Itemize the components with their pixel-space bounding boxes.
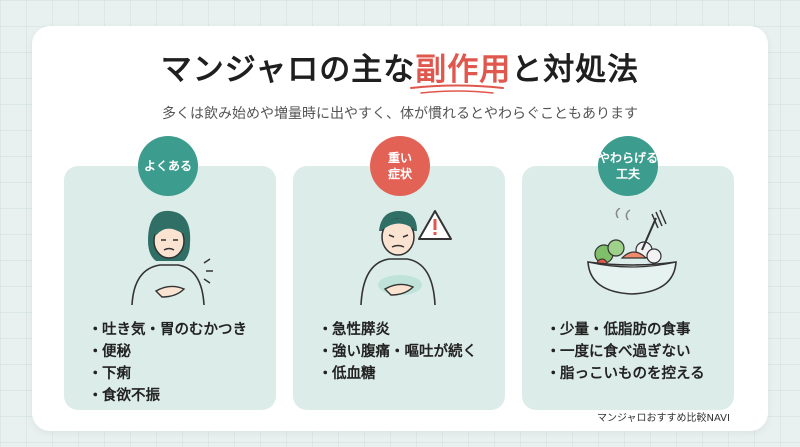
bullet-icon: ・ <box>318 344 333 360</box>
bullet-icon: ・ <box>546 366 561 382</box>
list-item: ・便秘 <box>88 341 247 363</box>
list-item: ・食欲不振 <box>88 385 247 407</box>
list-item-text: 強い腹痛・嘔吐が続く <box>332 344 477 360</box>
page-subtitle: 多くは飲み始めや増量時に出やすく、体が慣れるとやわらぐこともあります <box>162 106 638 122</box>
man-stomachache-icon <box>360 210 452 305</box>
bullet-icon: ・ <box>318 322 333 338</box>
list-item: ・吐き気・胃のむかつき <box>88 319 247 341</box>
title-before: マンジャロの主な <box>160 52 416 88</box>
bullet-icon: ・ <box>318 366 333 382</box>
badge-tips: やわらげる 工夫 <box>598 136 658 196</box>
list-item-text: 低血糖 <box>332 366 376 382</box>
bullet-icon: ・ <box>546 322 561 338</box>
bullet-icon: ・ <box>546 344 561 360</box>
title-highlight: 副作用 <box>415 52 512 88</box>
list-item: ・下痢 <box>88 363 247 385</box>
badge-common: よくある <box>138 136 198 196</box>
list-item-text: 食欲不振 <box>102 388 160 404</box>
list-item: ・急性膵炎 <box>318 319 477 341</box>
list-item: ・脂っこいものを控える <box>546 363 705 385</box>
list-item: ・少量・低脂肪の食事 <box>546 319 705 341</box>
badge-severe: 重い 症状 <box>370 136 430 196</box>
list-item-text: 急性膵炎 <box>332 322 390 338</box>
page-title: マンジャロの主な副作用と対処法 <box>0 44 800 89</box>
woman-nausea-icon <box>131 210 213 305</box>
list-item-text: 便秘 <box>102 344 131 360</box>
bullet-icon: ・ <box>88 344 103 360</box>
title-after: と対処法 <box>511 52 640 88</box>
footer-credit: マンジャロおすすめ比較NAVI <box>597 413 730 424</box>
list-item: ・強い腹痛・嘔吐が続く <box>318 341 477 363</box>
salad-bowl-icon <box>587 208 677 295</box>
bullet-icon: ・ <box>88 366 103 382</box>
list-item-text: 少量・低脂肪の食事 <box>560 322 691 338</box>
bullet-icon: ・ <box>88 322 103 338</box>
list-common: ・吐き気・胃のむかつき ・便秘 ・下痢 ・食欲不振 <box>88 319 247 407</box>
list-item-text: 一度に食べ過ぎない <box>560 344 691 360</box>
list-item: ・一度に食べ過ぎない <box>546 341 705 363</box>
list-item-text: 吐き気・胃のむかつき <box>102 322 247 338</box>
list-severe: ・急性膵炎 ・強い腹痛・嘔吐が続く ・低血糖 <box>318 319 477 385</box>
list-item-text: 下痢 <box>102 366 131 382</box>
list-item-text: 脂っこいものを控える <box>560 366 705 382</box>
bullet-icon: ・ <box>88 388 103 404</box>
title-underline-decoration <box>410 84 504 94</box>
list-item: ・低血糖 <box>318 363 477 385</box>
list-tips: ・少量・低脂肪の食事 ・一度に食べ過ぎない ・脂っこいものを控える <box>546 319 705 385</box>
